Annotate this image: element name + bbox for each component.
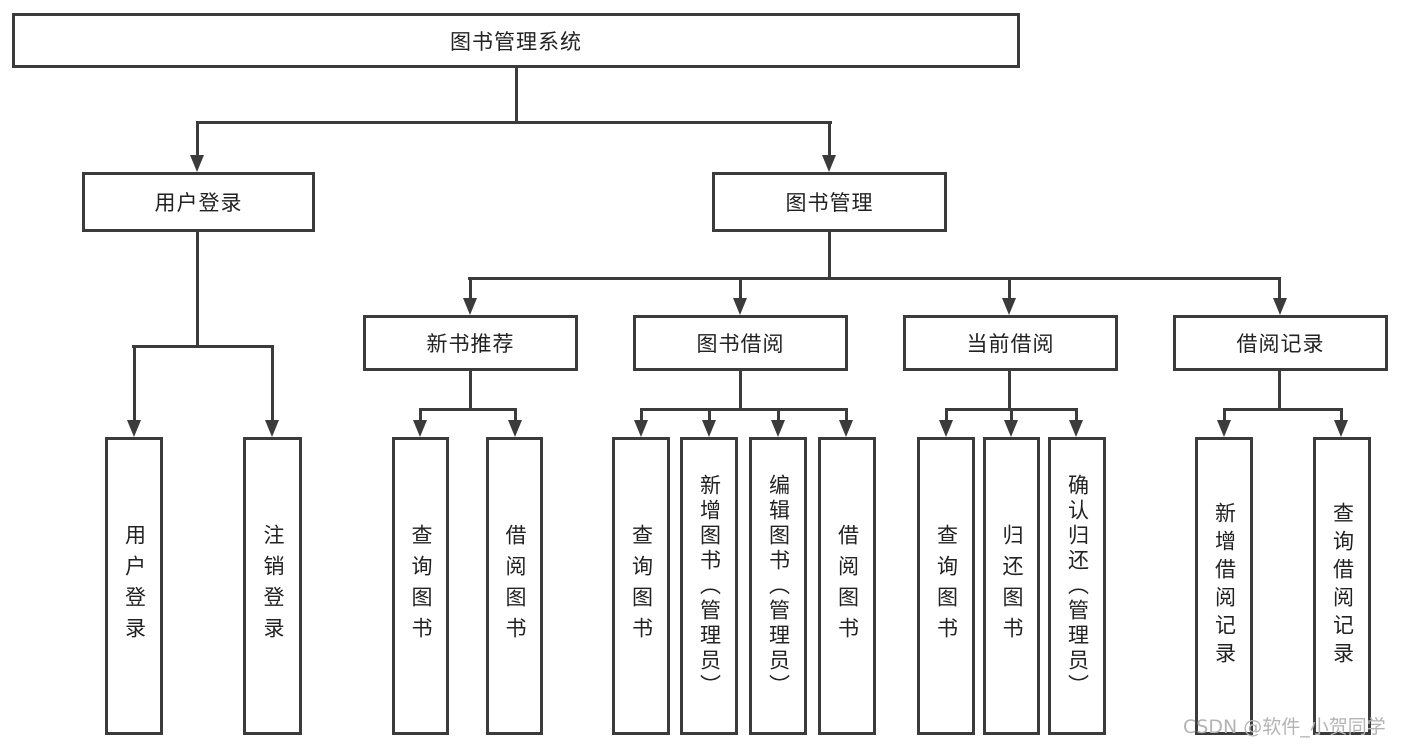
connector-line bbox=[739, 277, 742, 300]
connector-line bbox=[271, 345, 274, 422]
connector-line bbox=[196, 121, 199, 157]
node-label: 用户登录 bbox=[154, 191, 243, 215]
connector-line bbox=[739, 371, 742, 408]
leaf-label: 新增借阅记录 bbox=[1212, 502, 1237, 670]
leaf-label: 查询借阅记录 bbox=[1330, 502, 1355, 670]
connector-line bbox=[132, 345, 273, 348]
arrowhead-down bbox=[822, 155, 836, 172]
node-label: 图书借阅 bbox=[696, 332, 785, 356]
connector-line bbox=[419, 408, 422, 422]
leaf-label: 用户登录 bbox=[122, 524, 147, 648]
leaf-label: 归还图书 bbox=[1000, 524, 1024, 648]
connector-line bbox=[419, 408, 516, 411]
leaf-label: 编辑图书（管理员） bbox=[766, 473, 791, 699]
arrowhead-down bbox=[702, 420, 716, 437]
node-borrow-records: 借阅记录 bbox=[1173, 315, 1388, 371]
node-label: 图书管理系统 bbox=[450, 29, 582, 54]
connector-line bbox=[1008, 371, 1011, 408]
leaf-borrow-books: 借阅图书 bbox=[818, 437, 876, 735]
connector-line bbox=[515, 68, 518, 121]
leaf-label: 确认归还（管理员） bbox=[1065, 473, 1090, 699]
leaf-add-books-admin: 新增图书（管理员） bbox=[680, 437, 738, 735]
node-user-login: 用户登录 bbox=[82, 172, 315, 232]
leaf-query-books-recommend: 查询图书 bbox=[392, 437, 449, 735]
leaf-confirm-return-admin: 确认归还（管理员） bbox=[1048, 437, 1106, 735]
arrowhead-down bbox=[190, 155, 204, 172]
arrowhead-down bbox=[634, 420, 648, 437]
leaf-return-books: 归还图书 bbox=[983, 437, 1040, 735]
leaf-logout: 注销登录 bbox=[243, 437, 302, 735]
leaf-label: 查询图书 bbox=[409, 524, 433, 648]
node-current-borrow: 当前借阅 bbox=[903, 315, 1118, 371]
connector-line bbox=[1340, 408, 1343, 422]
connector-line bbox=[1223, 408, 1343, 411]
arrowhead-down bbox=[1004, 420, 1018, 437]
node-book-borrow: 图书借阅 bbox=[633, 315, 848, 371]
connector-line bbox=[828, 232, 831, 277]
connector-line bbox=[640, 408, 848, 411]
arrowhead-down bbox=[733, 298, 747, 315]
connector-line bbox=[514, 408, 517, 422]
leaf-label: 借阅图书 bbox=[835, 524, 860, 648]
csdn-watermark: CSDN @软件_小贺同学 bbox=[1183, 716, 1386, 738]
connector-line bbox=[640, 408, 643, 422]
arrowhead-down bbox=[265, 420, 279, 437]
node-label: 当前借阅 bbox=[966, 332, 1055, 356]
connector-line bbox=[1278, 277, 1281, 300]
node-label: 新书推荐 bbox=[426, 332, 515, 356]
leaf-user-login: 用户登录 bbox=[105, 437, 163, 735]
leaf-label: 查询图书 bbox=[934, 524, 959, 648]
arrowhead-down bbox=[1334, 420, 1348, 437]
connector-line bbox=[845, 408, 848, 422]
node-library-system: 图书管理系统 bbox=[12, 13, 1020, 68]
arrowhead-down bbox=[127, 420, 141, 437]
node-book-management: 图书管理 bbox=[712, 172, 947, 232]
connector-line bbox=[468, 277, 1281, 280]
arrowhead-down bbox=[413, 420, 427, 437]
connector-line bbox=[1278, 371, 1281, 408]
node-new-book-recommend: 新书推荐 bbox=[363, 315, 578, 371]
arrowhead-down bbox=[1002, 298, 1016, 315]
leaf-label: 新增图书（管理员） bbox=[697, 473, 722, 699]
arrowhead-down bbox=[1217, 420, 1231, 437]
leaf-query-books-borrow: 查询图书 bbox=[612, 437, 670, 735]
leaf-label: 注销登录 bbox=[261, 524, 285, 648]
leaf-query-books-current: 查询图书 bbox=[917, 437, 975, 735]
connector-line bbox=[196, 232, 199, 345]
arrowhead-down bbox=[939, 420, 953, 437]
connector-line bbox=[1223, 408, 1226, 422]
leaf-borrow-books-recommend: 借阅图书 bbox=[486, 437, 543, 735]
connector-line bbox=[1010, 408, 1013, 422]
arrowhead-down bbox=[1069, 420, 1083, 437]
connector-line bbox=[197, 121, 832, 124]
leaf-label: 借阅图书 bbox=[503, 524, 527, 648]
connector-line bbox=[777, 408, 780, 422]
leaf-edit-books-admin: 编辑图书（管理员） bbox=[749, 437, 807, 735]
arrowhead-down bbox=[463, 298, 477, 315]
connector-line bbox=[469, 277, 472, 300]
leaf-add-borrow-record: 新增借阅记录 bbox=[1195, 437, 1253, 735]
node-label: 借阅记录 bbox=[1236, 332, 1325, 356]
connector-line bbox=[1075, 408, 1078, 422]
connector-line bbox=[469, 371, 472, 408]
arrowhead-down bbox=[508, 420, 522, 437]
arrowhead-down bbox=[839, 420, 853, 437]
leaf-query-borrow-record: 查询借阅记录 bbox=[1313, 437, 1371, 735]
connector-line bbox=[945, 408, 948, 422]
connector-line bbox=[708, 408, 711, 422]
leaf-label: 查询图书 bbox=[629, 524, 654, 648]
connector-line bbox=[133, 345, 136, 422]
arrowhead-down bbox=[1273, 298, 1287, 315]
connector-line bbox=[828, 121, 831, 157]
connector-line bbox=[1008, 277, 1011, 300]
arrowhead-down bbox=[771, 420, 785, 437]
node-label: 图书管理 bbox=[785, 191, 874, 215]
